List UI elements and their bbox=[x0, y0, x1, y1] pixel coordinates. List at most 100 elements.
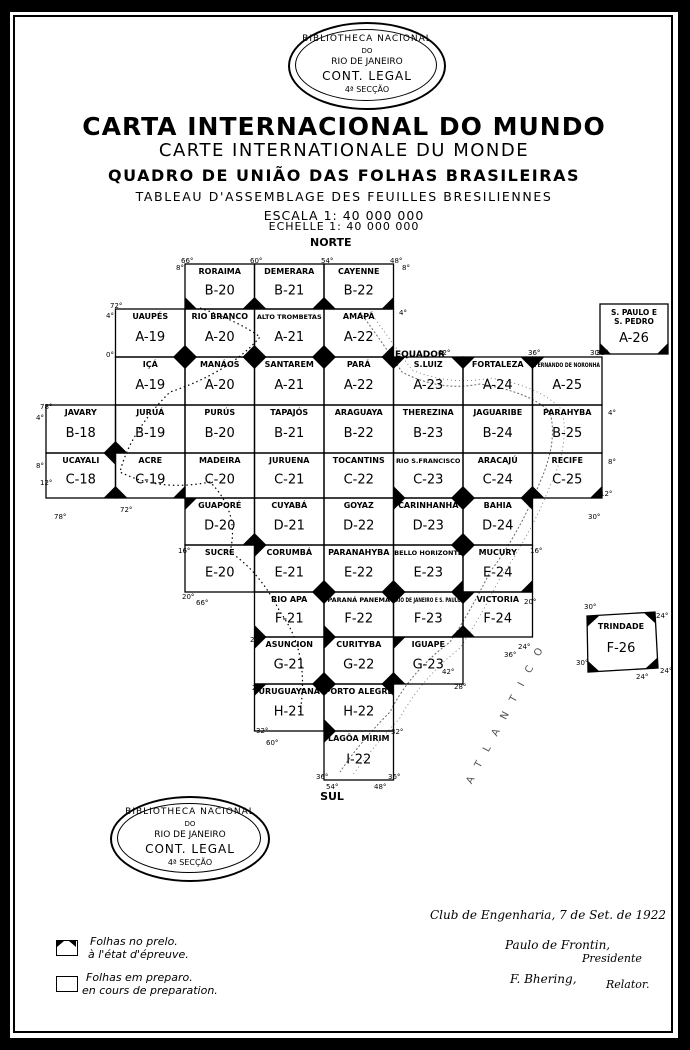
bottom-library-stamp: BIBLIOTHECA NACIONAL DO RIO DE JANEIRO C… bbox=[110, 796, 270, 882]
printing-corner-mark bbox=[451, 592, 463, 604]
printing-corner-mark bbox=[312, 684, 324, 696]
printing-corner-mark bbox=[393, 592, 406, 604]
sheet-code-guapore: D-20 bbox=[204, 519, 235, 534]
title-fr: CARTE INTERNATIONALE DU MONDE bbox=[158, 140, 530, 161]
printing-corner-mark bbox=[657, 343, 668, 354]
degree-label: 24° bbox=[518, 643, 530, 651]
printing-corner-mark bbox=[463, 592, 475, 604]
printing-corner-mark bbox=[451, 533, 463, 545]
scale-pt: ESCALA 1: 40 000 000 bbox=[263, 208, 425, 223]
printing-corner-mark bbox=[520, 580, 533, 592]
island-sheet-trindade bbox=[586, 611, 659, 673]
legend-printing-swatch bbox=[56, 940, 78, 956]
degree-label: 36° bbox=[388, 773, 400, 781]
sheet-rio-de-janeiro-s-paulo bbox=[392, 591, 464, 638]
subtitle-fr: TABLEAU D'ASSEMBLAGE DES FEUILLES BRESIL… bbox=[135, 189, 553, 204]
sheet-code-lagoa-mirim: I-22 bbox=[346, 753, 371, 768]
sheet-code-therezina: B-23 bbox=[413, 426, 443, 441]
legend-printing-pt: Folhas no prelo. bbox=[90, 935, 178, 948]
island-name-line2: S. PEDRO bbox=[614, 317, 654, 326]
printing-corner-mark bbox=[324, 357, 336, 369]
sheet-code-ica: A-19 bbox=[135, 378, 165, 393]
printing-corner-mark bbox=[451, 625, 463, 637]
stamp-line1: BIBLIOTHECA NACIONAL bbox=[302, 34, 432, 44]
printing-corner-mark bbox=[312, 672, 324, 684]
printing-corner-mark bbox=[173, 357, 185, 369]
printing-corner-mark bbox=[254, 637, 267, 649]
degree-label: 4° bbox=[608, 409, 616, 417]
degree-label: 30° bbox=[576, 659, 588, 667]
sheet-name-demerara: DEMERARA bbox=[264, 267, 315, 276]
stamp-line4: CONT. LEGAL bbox=[322, 69, 412, 83]
printing-corner-mark bbox=[393, 672, 406, 684]
sheet-code-ucayali: C-18 bbox=[66, 473, 96, 488]
degree-label: 30° bbox=[584, 603, 596, 611]
printing-corner-mark bbox=[242, 345, 255, 357]
sheet-uruguayana bbox=[253, 683, 325, 732]
degree-label: 24° bbox=[656, 612, 668, 620]
degree-label: 16° bbox=[530, 547, 542, 555]
sheet-code-carinhanha: D-23 bbox=[413, 519, 444, 534]
sheet-code-goyaz: D-22 bbox=[343, 519, 374, 534]
degree-label: 28° bbox=[252, 684, 264, 692]
degree-label: 36° bbox=[504, 651, 516, 659]
degree-label: 30° bbox=[590, 349, 602, 357]
printing-corner-mark bbox=[242, 533, 255, 545]
printing-corner-mark bbox=[463, 533, 475, 545]
sheet-frame bbox=[531, 452, 603, 499]
degree-label: 36° bbox=[316, 773, 328, 781]
sheet-code-fortaleza: A-24 bbox=[483, 378, 513, 393]
printing-corner-mark bbox=[381, 684, 394, 696]
rapporteur-role: Relator. bbox=[606, 978, 650, 991]
map-sheet: BIBLIOTHECA NACIONAL DO RIO DE JANEIRO C… bbox=[10, 12, 678, 1038]
sheet-code-mucury: E-24 bbox=[483, 566, 512, 581]
sheet-code-iguape: G-23 bbox=[413, 658, 444, 673]
degree-label: 12° bbox=[600, 490, 612, 498]
printing-corner-mark bbox=[312, 297, 324, 309]
sheet-name-fortaleza: FORTALEZA bbox=[472, 360, 524, 369]
sheet-name-purus: PURÚS bbox=[204, 406, 235, 417]
legend-preparing-fr: en cours de preparation. bbox=[82, 984, 218, 997]
sheet-code-s-luiz: A-23 bbox=[413, 378, 443, 393]
sheet-name-rio-apa: RIO APA bbox=[271, 595, 308, 604]
sheet-code-cayenne: B-22 bbox=[344, 284, 374, 299]
sheet-name-tocantins: TOCANTINS bbox=[333, 456, 385, 465]
sheet-code-aracaju: C-24 bbox=[483, 473, 513, 488]
printing-corner-mark bbox=[393, 580, 406, 592]
sheet-name-uaupes: UAUPÉS bbox=[132, 310, 168, 321]
degree-label: 54° bbox=[326, 783, 338, 791]
printing-corner-mark bbox=[463, 625, 475, 637]
degree-label: 66° bbox=[181, 257, 193, 265]
sheet-name-curityba: CURITYBA bbox=[336, 640, 382, 649]
sheet-code-araguaya: B-22 bbox=[344, 426, 374, 441]
sheet-name-tapajos: TAPAJÓS bbox=[270, 406, 308, 417]
sheet-index-map: RORAIMAB-20DEMERARAB-21CAYENNEB-22UAUPÉS… bbox=[36, 257, 672, 791]
printing-corner-mark bbox=[173, 345, 185, 357]
printing-corner-mark bbox=[312, 357, 324, 369]
island-code-trindade: F-26 bbox=[607, 641, 636, 656]
printing-corner-mark bbox=[381, 345, 394, 357]
degree-label: 36° bbox=[528, 349, 540, 357]
degree-label: 28° bbox=[454, 683, 466, 691]
stamp-line2: DO bbox=[184, 820, 196, 828]
degree-label: 8° bbox=[176, 264, 184, 272]
printing-corner-mark bbox=[381, 580, 394, 592]
printing-corner-mark bbox=[324, 672, 336, 684]
sheet-code-uruguayana: H-21 bbox=[274, 705, 305, 720]
printing-corner-mark bbox=[324, 580, 336, 592]
sheet-code-juruena: C-21 bbox=[274, 473, 304, 488]
degree-label: 8° bbox=[36, 462, 44, 470]
printing-corner-mark bbox=[451, 545, 463, 557]
degree-label: 60° bbox=[266, 739, 278, 747]
degree-label: 78° bbox=[40, 403, 52, 411]
coastline-contour bbox=[339, 311, 553, 773]
sheet-code-manaos: A-20 bbox=[205, 378, 235, 393]
sheet-code-asuncion: G-21 bbox=[274, 658, 305, 673]
equator-label: EQUADOR bbox=[395, 350, 445, 360]
stamp-line1: BIBLIOTHECA NACIONAL bbox=[125, 807, 255, 817]
printing-corner-mark bbox=[115, 486, 128, 498]
degree-label: 32° bbox=[256, 727, 268, 735]
stamp-line3: RIO DE JANEIRO bbox=[331, 57, 403, 67]
sheet-code-corumba: E-21 bbox=[275, 566, 304, 581]
printing-corner-mark bbox=[324, 625, 336, 637]
